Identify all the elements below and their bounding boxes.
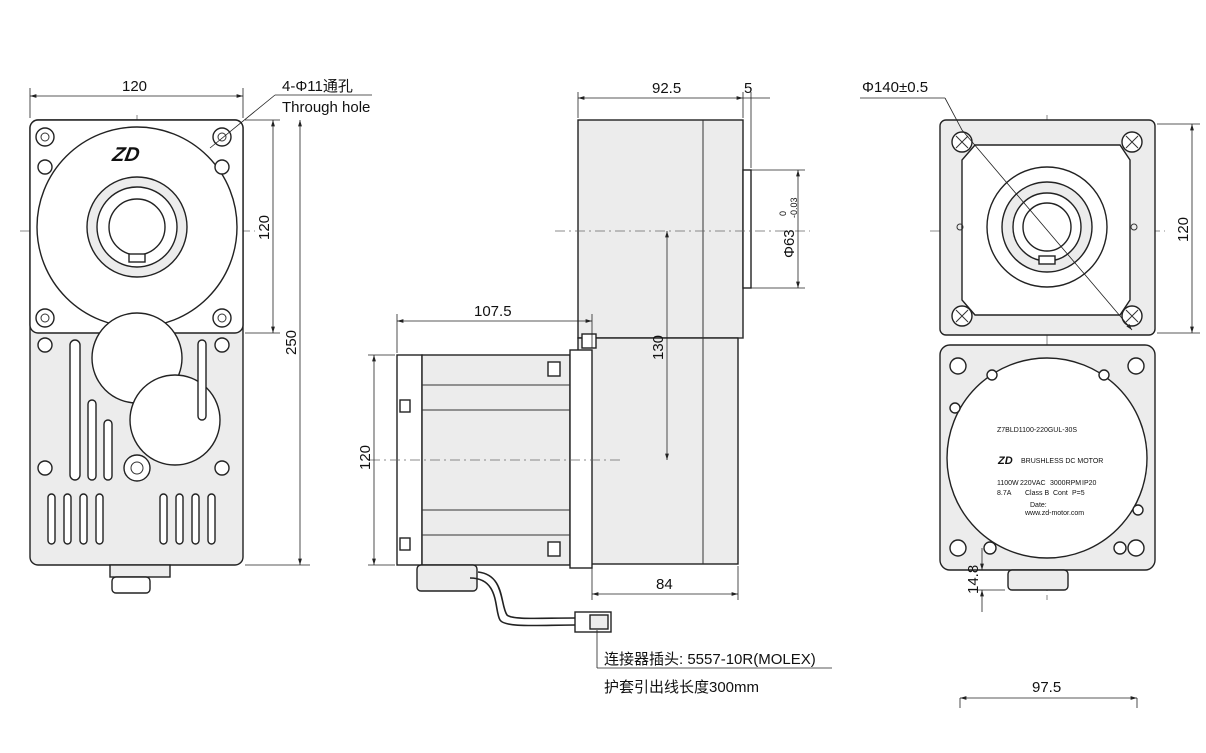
rear-connector-height-dim: 14.8 [965, 565, 982, 594]
nameplate-type: BRUSHLESS DC MOTOR [1021, 458, 1103, 465]
front-mounting-holes [35, 127, 232, 476]
nameplate-spec-1a: 1100W [997, 480, 1019, 487]
front-width-dim: 120 [122, 78, 147, 95]
front-slots [69, 339, 207, 481]
pilot-tol-upper: 0 [778, 211, 788, 216]
nameplate-spec-2c: Cont [1053, 490, 1068, 497]
side-view: 92.5 5 Φ63 0 -0.03 107.5 130 120 84 连 [357, 80, 832, 696]
side-gearbox-length-dim: 92.5 [652, 80, 681, 97]
side-gearbox-top [577, 119, 744, 339]
side-flange-dim: 5 [744, 80, 752, 97]
side-motor-square-dim: 120 [357, 445, 374, 470]
hole-note: 4-Φ11通孔 [282, 78, 353, 95]
nameplate-model: Z7BLD1100-220GUL-30S [997, 427, 1077, 434]
front-bolt-spacing-dim: 120 [256, 215, 273, 240]
front-logo: ZD [110, 144, 141, 166]
hole-note-en: Through hole [282, 99, 370, 116]
side-gearbox-depth-dim: 84 [656, 576, 673, 593]
nameplate-spec-1c: 3000RPM [1050, 480, 1081, 487]
connector-note: 连接器插头: 5557-10R(MOLEX) [604, 651, 816, 668]
nameplate-spec-1b: 220VAC [1020, 480, 1046, 487]
nameplate: Z7BLD1100-220GUL-30S ZD BRUSHLESS DC MOT… [997, 427, 1103, 517]
nameplate-spec-2b: Class B [1025, 490, 1049, 497]
rear-flange-height-dim: 120 [1175, 217, 1192, 242]
front-vents [47, 493, 216, 545]
cable-note: 护套引出线长度300mm [604, 679, 759, 696]
rear-pcd-dim: Φ140±0.5 [862, 79, 928, 96]
side-gearbox-bottom [577, 337, 739, 565]
front-height-dim: 250 [283, 330, 300, 355]
rear-motor-holes [949, 357, 1145, 557]
front-view: ZD 120 120 250 4-Φ11通孔 Through hole [20, 78, 372, 594]
nameplate-spec-2a: 8.7A [997, 490, 1012, 497]
nameplate-spec-2d: P=5 [1072, 490, 1085, 497]
pilot-tol-lower: -0.03 [789, 197, 799, 218]
nameplate-date: Date: [1030, 502, 1047, 509]
pilot-dim: Φ63 [781, 229, 798, 258]
rear-view: Z7BLD1100-220GUL-30S ZD BRUSHLESS DC MOT… [860, 79, 1200, 708]
nameplate-logo: ZD [997, 455, 1013, 467]
nameplate-url: www.zd-motor.com [1024, 510, 1084, 517]
nameplate-spec-1d: IP20 [1082, 480, 1097, 487]
side-motor-length-dim: 107.5 [474, 303, 512, 320]
rear-mounting-holes [951, 131, 1143, 327]
side-shaft-offset-dim: 130 [650, 335, 667, 360]
rear-connector-offset-dim: 97.5 [1032, 679, 1061, 696]
